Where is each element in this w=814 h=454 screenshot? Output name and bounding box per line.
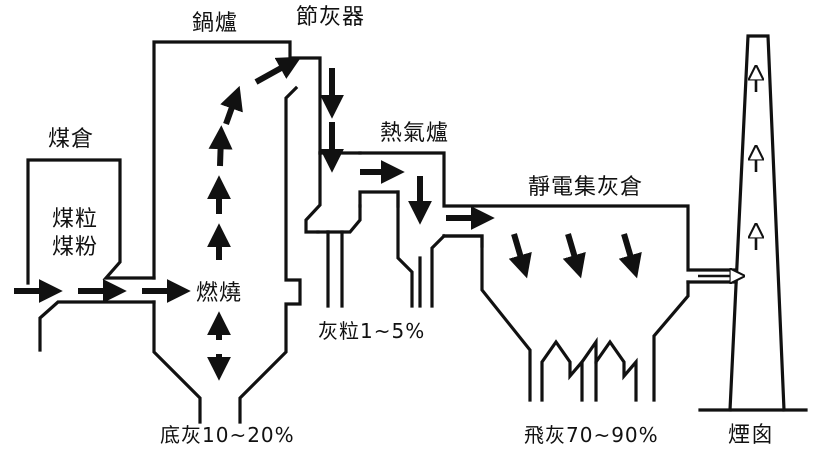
label-coal-particles: 煤粒: [52, 207, 98, 232]
feed-pipe: [38, 300, 156, 352]
label-coal-bunker: 煤倉: [48, 127, 94, 152]
label-economizer: 節灰器: [296, 5, 365, 30]
label-bottom-ash: 底灰10~20%: [160, 423, 295, 447]
rise-arrow-4: [220, 85, 243, 126]
label-electrostatic-precipitator: 靜電集灰倉: [528, 175, 643, 200]
chimney: [698, 34, 808, 412]
label-air-heater: 熱氣爐: [380, 121, 449, 146]
chimney-arrows: [698, 70, 756, 276]
rise-arrow-3: [208, 125, 233, 167]
turn-arrow: [254, 56, 302, 85]
label-ash-particles: 灰粒1~5%: [318, 319, 425, 343]
label-combustion: 燃燒: [196, 281, 242, 306]
precipitator-arrow-3: [618, 233, 642, 279]
economizer-hopper: [304, 151, 414, 308]
coal-bunker: [26, 158, 156, 285]
precipitator-arrow-1: [508, 233, 532, 279]
label-boiler: 鍋爐: [192, 11, 238, 36]
precipitator-arrow-2: [562, 233, 586, 279]
label-chimney: 煙囪: [728, 423, 774, 448]
label-fly-ash: 飛灰70~90%: [524, 423, 659, 447]
label-coal-powder: 煤粉: [52, 235, 98, 260]
flow-arrows: [14, 56, 642, 381]
electrostatic-precipitator: [442, 234, 738, 402]
